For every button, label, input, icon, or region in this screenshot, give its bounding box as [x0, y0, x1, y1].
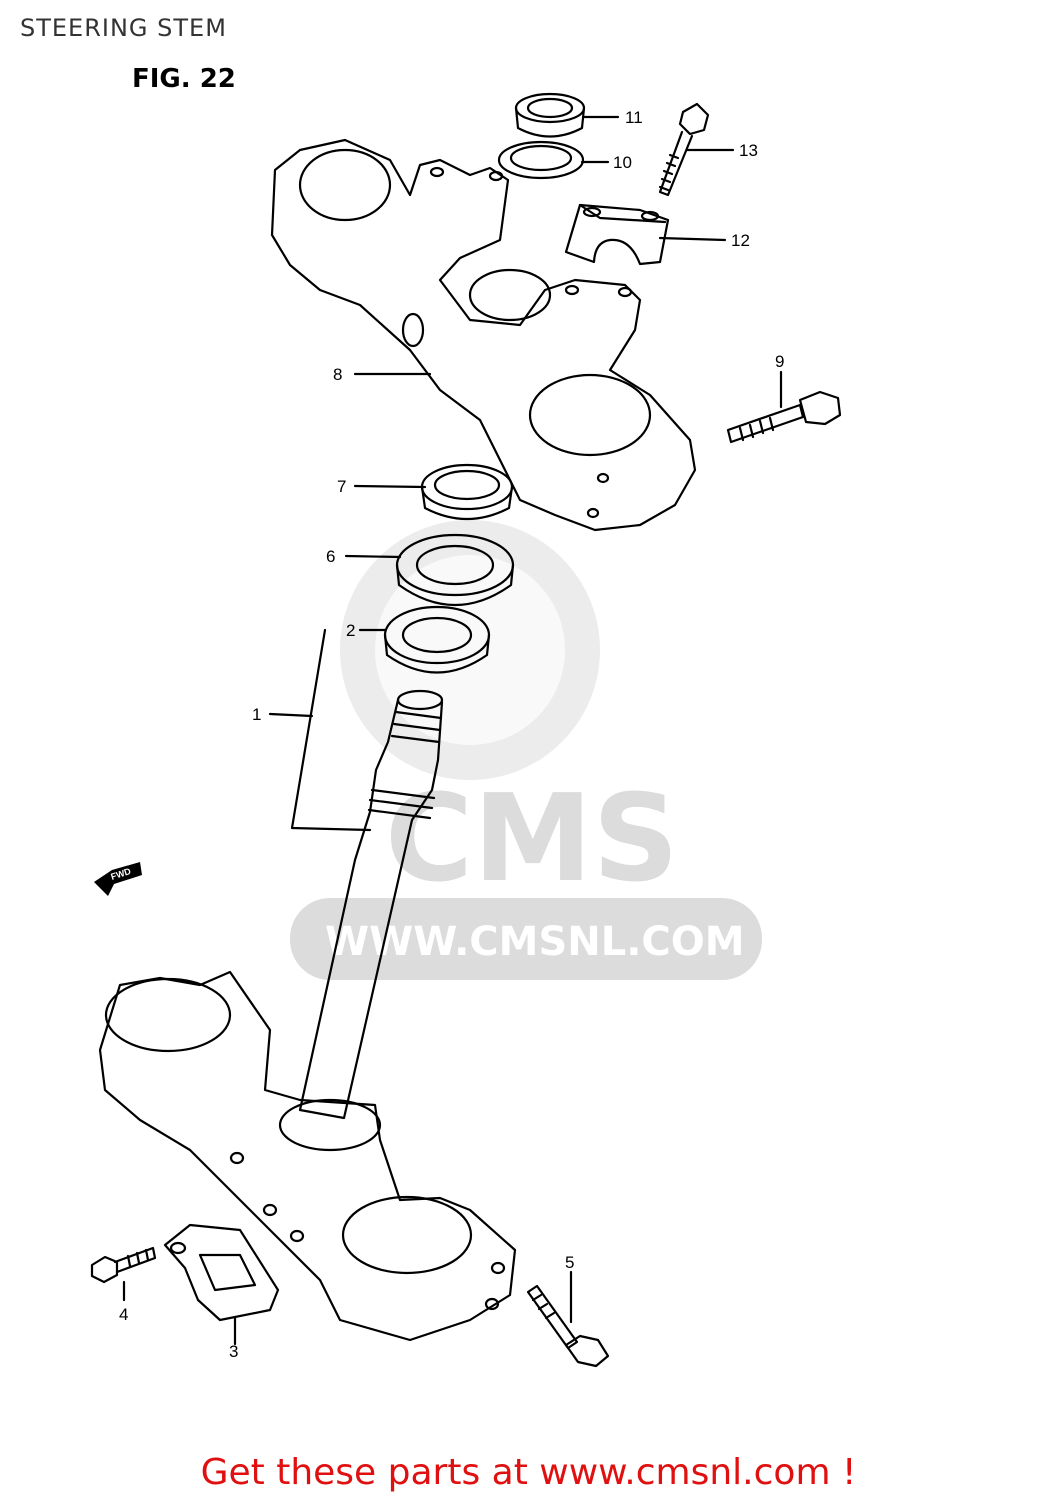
callout-10: 10: [613, 153, 632, 172]
part-9-bolt: [726, 390, 842, 444]
footer-link[interactable]: Get these parts at www.cmsnl.com !: [200, 1452, 857, 1493]
part-4-bolt: [90, 1246, 157, 1284]
watermark-logo: CMS WWW.CMSNL.COM: [290, 520, 762, 980]
leader-lines: [122, 115, 783, 1346]
figure-number: FIG. 22: [132, 64, 236, 94]
part-2-bearing: [383, 605, 491, 674]
forward-arrow-icon: FWD: [94, 862, 142, 896]
part-11-nut: [514, 92, 586, 138]
part-8-upper-bracket: [270, 138, 697, 532]
callout-1: 1: [252, 705, 261, 724]
callout-5: 5: [565, 1253, 574, 1272]
callout-2: 2: [346, 621, 355, 640]
callout-7: 7: [337, 477, 346, 496]
part-5-bolt: [526, 1284, 610, 1368]
callout-13: 13: [739, 141, 758, 160]
part-6-dust-seal: [395, 533, 515, 607]
part-10-washer: [497, 140, 585, 180]
callout-4: 4: [119, 1305, 128, 1324]
part-3-bracket: [163, 1223, 280, 1322]
callout-8: 8: [333, 365, 342, 384]
part-13-bolt: [658, 102, 710, 197]
watermark-url: WWW.CMSNL.COM: [325, 919, 745, 965]
page-title: STEERING STEM: [20, 14, 227, 42]
callout-12: 12: [731, 231, 750, 250]
part-1-steering-stem: [98, 689, 517, 1342]
part-7-stem-nut: [420, 463, 514, 521]
callout-11: 11: [625, 108, 643, 127]
part-12-holder: [564, 203, 670, 266]
callout-9: 9: [775, 352, 784, 371]
watermark-logo-text: CMS: [385, 770, 679, 909]
callout-6: 6: [326, 547, 335, 566]
callout-3: 3: [229, 1342, 238, 1361]
